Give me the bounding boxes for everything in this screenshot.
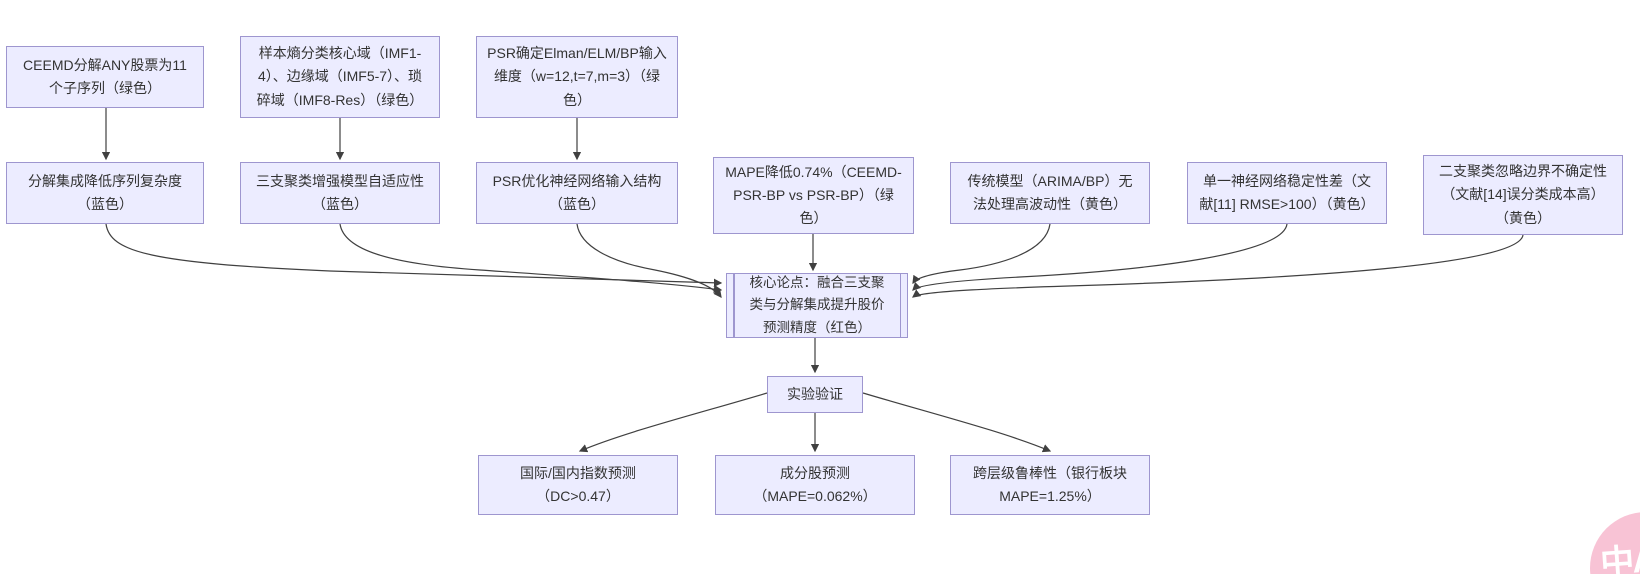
- node-label: CEEMD分解ANY股票为11个子序列（绿色）: [23, 56, 187, 96]
- edge-threeway-to-core: [339, 223, 723, 294]
- node-psr-benefit: PSR优化神经网络输入结构（蓝色）: [476, 162, 678, 224]
- edge-experiment-to-robustness: [862, 392, 1052, 453]
- node-psr-input-dimension: PSR确定Elman/ELM/BP输入维度（w=12,t=7,m=3）（绿色）: [476, 36, 678, 118]
- node-label: PSR确定Elman/ELM/BP输入维度（w=12,t=7,m=3）（绿色）: [487, 45, 667, 108]
- node-label: 跨层级鲁棒性（银行板块MAPE=1.25%）: [973, 464, 1127, 504]
- node-label: PSR优化神经网络输入结构（蓝色）: [492, 172, 662, 212]
- edge-twoway-to-core: [911, 234, 1524, 298]
- node-index-prediction: 国际/国内指数预测（DC>0.47）: [478, 455, 678, 515]
- node-label: 二支聚类忽略边界不确定性（文献[14]误分类成本高）（黄色）: [1439, 163, 1607, 226]
- node-label: 样本熵分类核心域（IMF1-4）、边缘域（IMF5-7）、琐碎域（IMF8-Re…: [256, 45, 424, 108]
- node-label: 三支聚类增强模型自适应性（蓝色）: [256, 172, 424, 212]
- node-experiment-validation: 实验验证: [767, 376, 863, 413]
- edge-experiment-to-index: [578, 392, 768, 453]
- edge-traditional-to-core: [912, 223, 1051, 285]
- node-label: 传统模型（ARIMA/BP）无法处理高波动性（黄色）: [967, 172, 1133, 212]
- node-two-way-clustering-limitation: 二支聚类忽略边界不确定性（文献[14]误分类成本高）（黄色）: [1423, 155, 1623, 235]
- node-stock-prediction: 成分股预测（MAPE=0.062%）: [715, 455, 915, 515]
- edge-psrbenefit-to-core: [576, 223, 722, 299]
- edge-decomposition-to-core: [105, 223, 723, 287]
- node-label: 成分股预测（MAPE=0.062%）: [753, 464, 877, 504]
- node-label: 国际/国内指数预测（DC>0.47）: [520, 464, 636, 504]
- node-three-way-clustering-benefit: 三支聚类增强模型自适应性（蓝色）: [240, 162, 440, 224]
- pink-badge-logo-icon: 中A: [1598, 541, 1640, 574]
- node-sample-entropy-domains: 样本熵分类核心域（IMF1-4）、边缘域（IMF5-7）、琐碎域（IMF8-Re…: [240, 36, 440, 118]
- node-label: MAPE降低0.74%（CEEMD-PSR-BP vs PSR-BP）（绿色）: [725, 163, 902, 227]
- node-ceemd-decomposition: CEEMD分解ANY股票为11个子序列（绿色）: [6, 46, 204, 108]
- edge-singlenn-to-core: [912, 223, 1288, 291]
- node-label: 分解集成降低序列复杂度（蓝色）: [28, 172, 182, 212]
- node-decomposition-benefit: 分解集成降低序列复杂度（蓝色）: [6, 162, 204, 224]
- node-robustness: 跨层级鲁棒性（银行板块MAPE=1.25%）: [950, 455, 1150, 515]
- node-label: 实验验证: [787, 385, 843, 402]
- node-single-nn-limitation: 单一神经网络稳定性差（文献[11] RMSE>100）（黄色）: [1187, 162, 1387, 224]
- node-mape-improvement: MAPE降低0.74%（CEEMD-PSR-BP vs PSR-BP）（绿色）: [713, 157, 914, 234]
- pink-app-badge[interactable]: 中A: [1590, 512, 1640, 574]
- node-core-thesis: 核心论点：融合三支聚类与分解集成提升股价预测精度（红色）: [726, 273, 908, 338]
- node-traditional-model-limitation: 传统模型（ARIMA/BP）无法处理高波动性（黄色）: [950, 162, 1150, 224]
- node-label: 单一神经网络稳定性差（文献[11] RMSE>100）（黄色）: [1199, 172, 1375, 212]
- node-label: 核心论点：融合三支聚类与分解集成提升股价预测精度（红色）: [749, 275, 885, 335]
